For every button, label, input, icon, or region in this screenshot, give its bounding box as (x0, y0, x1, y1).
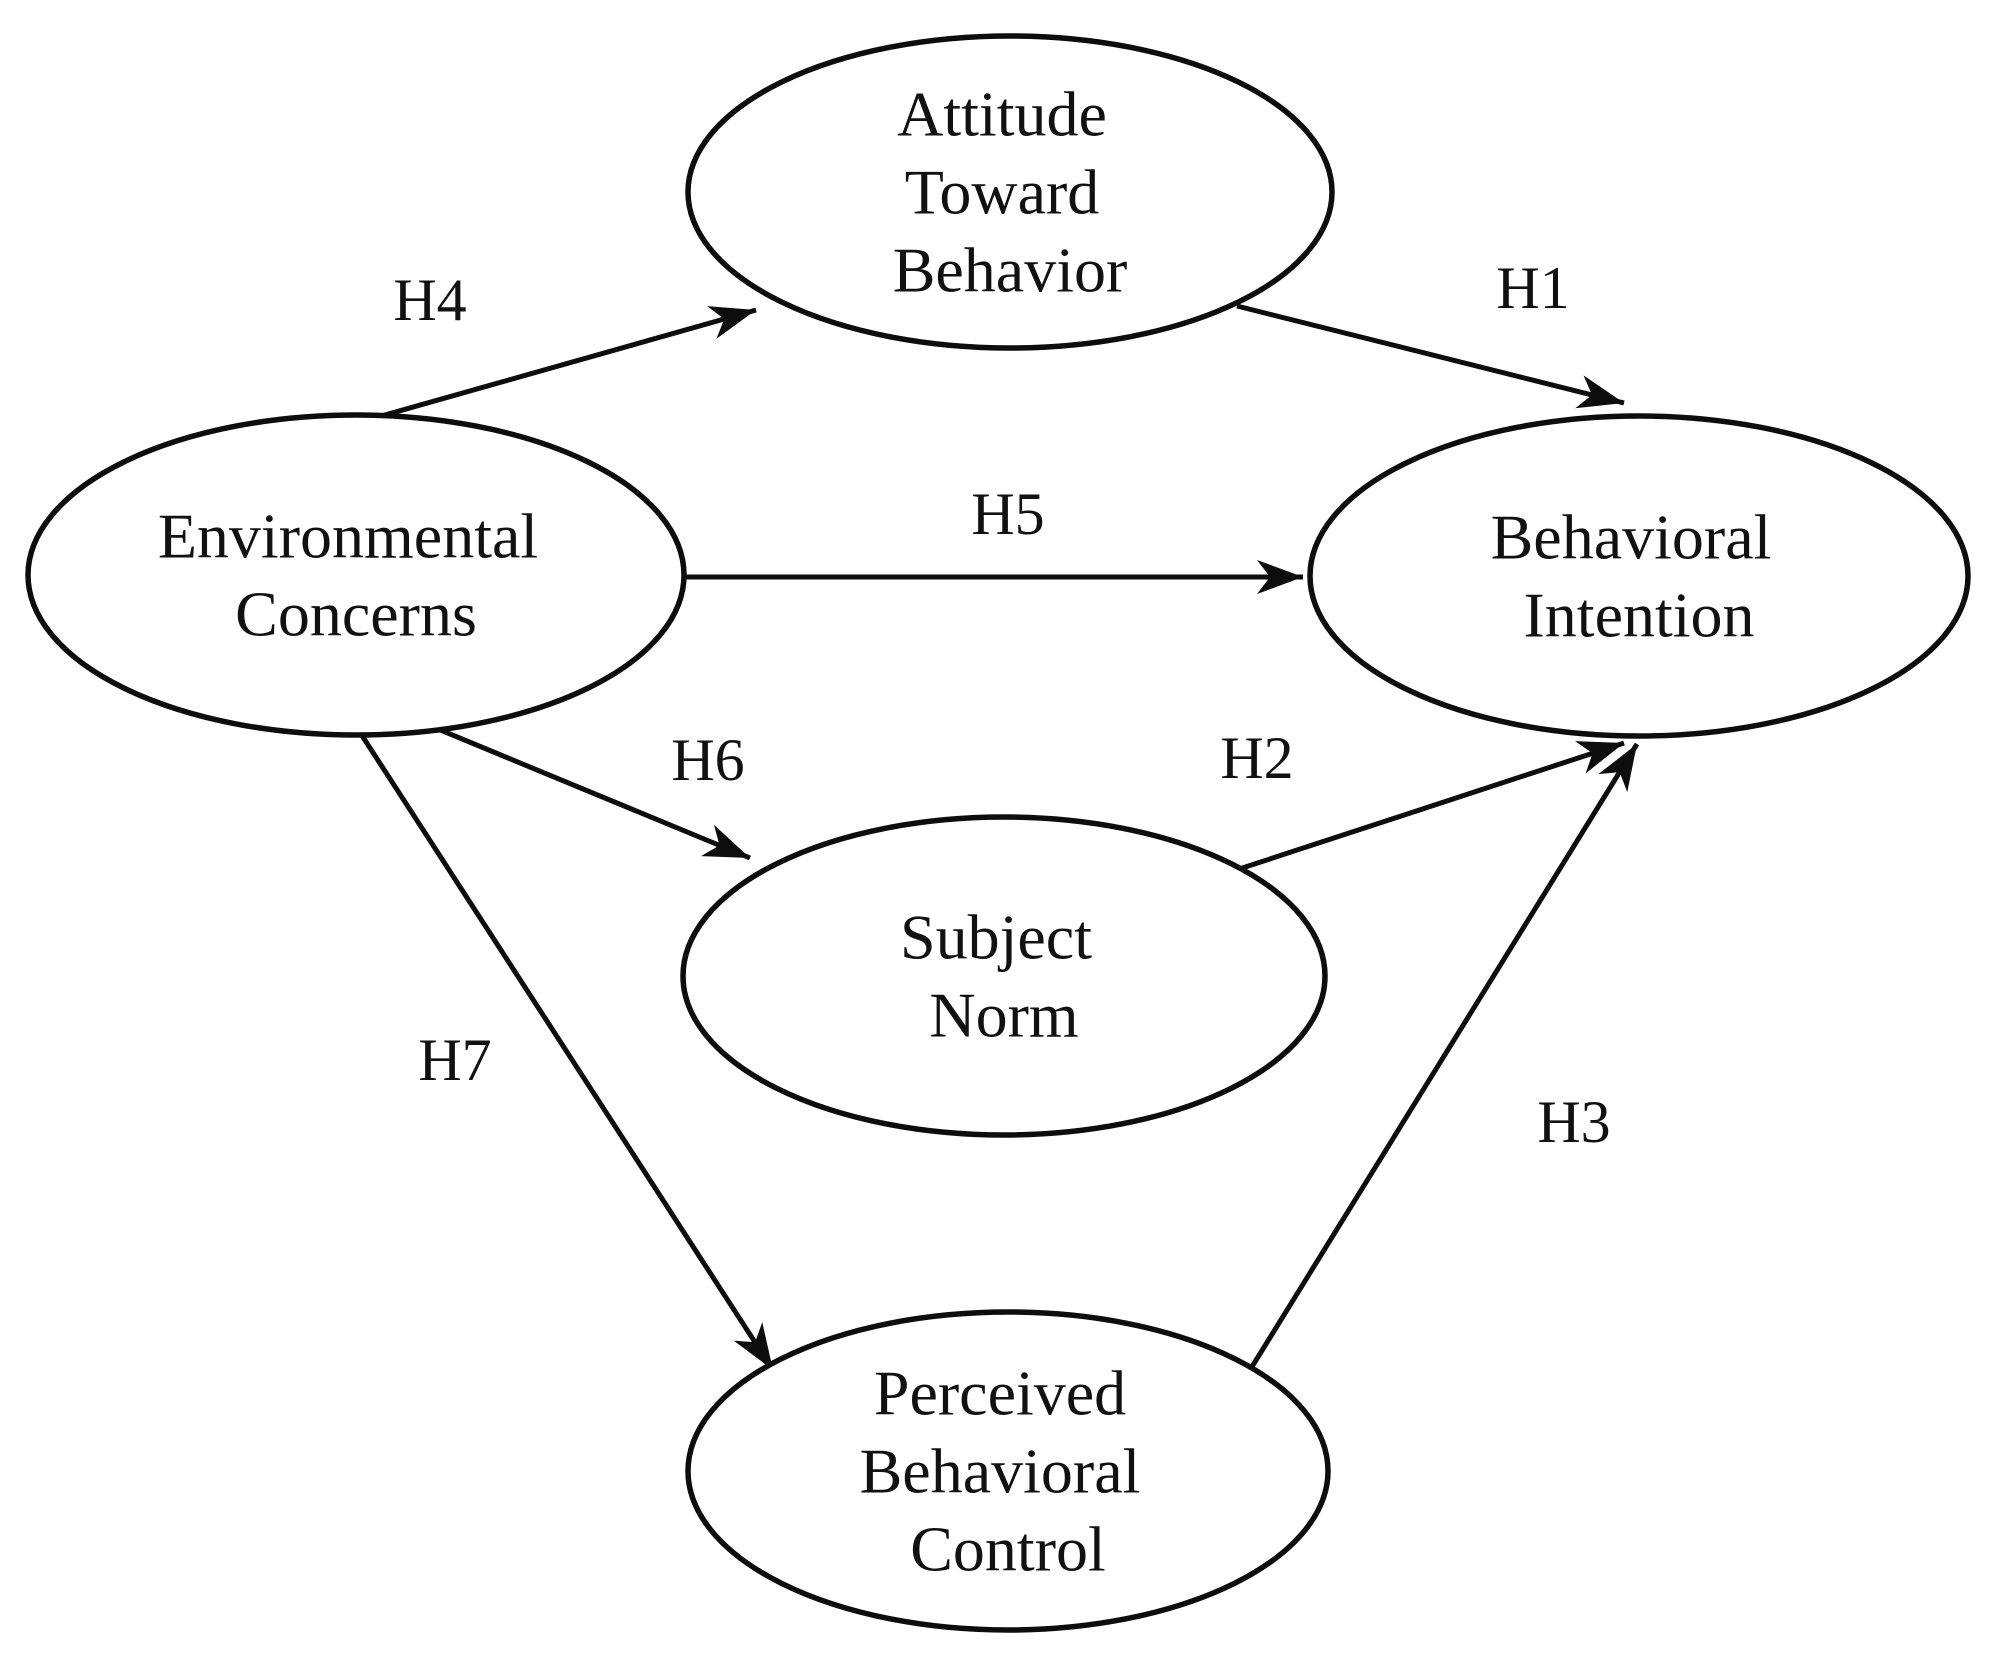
node-environmental-concerns: Environmental Concerns (25, 412, 687, 738)
edge-h7-arrow (345, 712, 776, 1372)
node-intention-label: Behavioral Intention (1491, 480, 1788, 651)
node-attitude-label-line1: Attitude (897, 79, 1107, 150)
node-attitude-label-line3: Behavior (893, 235, 1128, 306)
edge-h2-label: H2 (1220, 725, 1293, 791)
edge-h3-label: H3 (1537, 1089, 1610, 1155)
edge-h4-arrow (377, 306, 757, 420)
node-subject-norm-label-line1: Subject (900, 902, 1092, 973)
edge-h3: H3 (1242, 742, 1640, 1380)
node-attitude-ellipse (685, 33, 1335, 351)
edge-h2: H2 (1220, 725, 1625, 875)
edge-h3-arrow (1242, 742, 1640, 1380)
edge-h1-label: H1 (1496, 255, 1569, 321)
node-attitude-label: Attitude Toward Behavior (893, 57, 1128, 306)
node-intention-label-line2: Intention (1523, 580, 1754, 651)
node-pbc-label: Perceived Behavioral Control (860, 1336, 1157, 1585)
edge-h7-label: H7 (418, 1027, 491, 1093)
edge-h5: H5 (684, 481, 1303, 594)
edge-h4: H4 (377, 267, 757, 420)
node-perceived-behavioral-control: Perceived Behavioral Control (685, 1309, 1331, 1633)
node-environmental-ellipse (25, 412, 687, 738)
edge-h2-arrow (1229, 740, 1625, 875)
node-environmental-label-line1: Environmental (158, 501, 538, 572)
node-subject-norm: Subject Norm (680, 814, 1328, 1138)
node-environmental-label: Environmental Concerns (158, 479, 554, 650)
edge-h7: H7 (345, 712, 776, 1372)
node-pbc-label-line1: Perceived (874, 1358, 1126, 1429)
edge-h5-label: H5 (971, 481, 1044, 547)
edge-h4-label: H4 (393, 267, 466, 333)
edge-h1: H1 (1236, 255, 1625, 409)
node-intention-label-line1: Behavioral (1491, 502, 1772, 573)
edge-h1-arrow (1236, 303, 1625, 409)
node-pbc-ellipse (685, 1309, 1331, 1633)
node-subject-norm-label-line2: Norm (929, 980, 1078, 1051)
node-subject-norm-label: Subject Norm (900, 880, 1108, 1051)
node-attitude-label-line2: Toward (905, 157, 1100, 228)
node-pbc-label-line2: Behavioral (860, 1436, 1141, 1507)
node-behavioral-intention: Behavioral Intention (1307, 413, 1971, 739)
node-pbc-label-line3: Control (910, 1514, 1106, 1585)
edge-h6-label: H6 (671, 727, 744, 793)
node-environmental-label-line2: Concerns (235, 579, 477, 650)
node-intention-ellipse (1307, 413, 1971, 739)
node-subject-norm-ellipse (680, 814, 1328, 1138)
node-attitude-toward-behavior: Attitude Toward Behavior (685, 33, 1335, 351)
